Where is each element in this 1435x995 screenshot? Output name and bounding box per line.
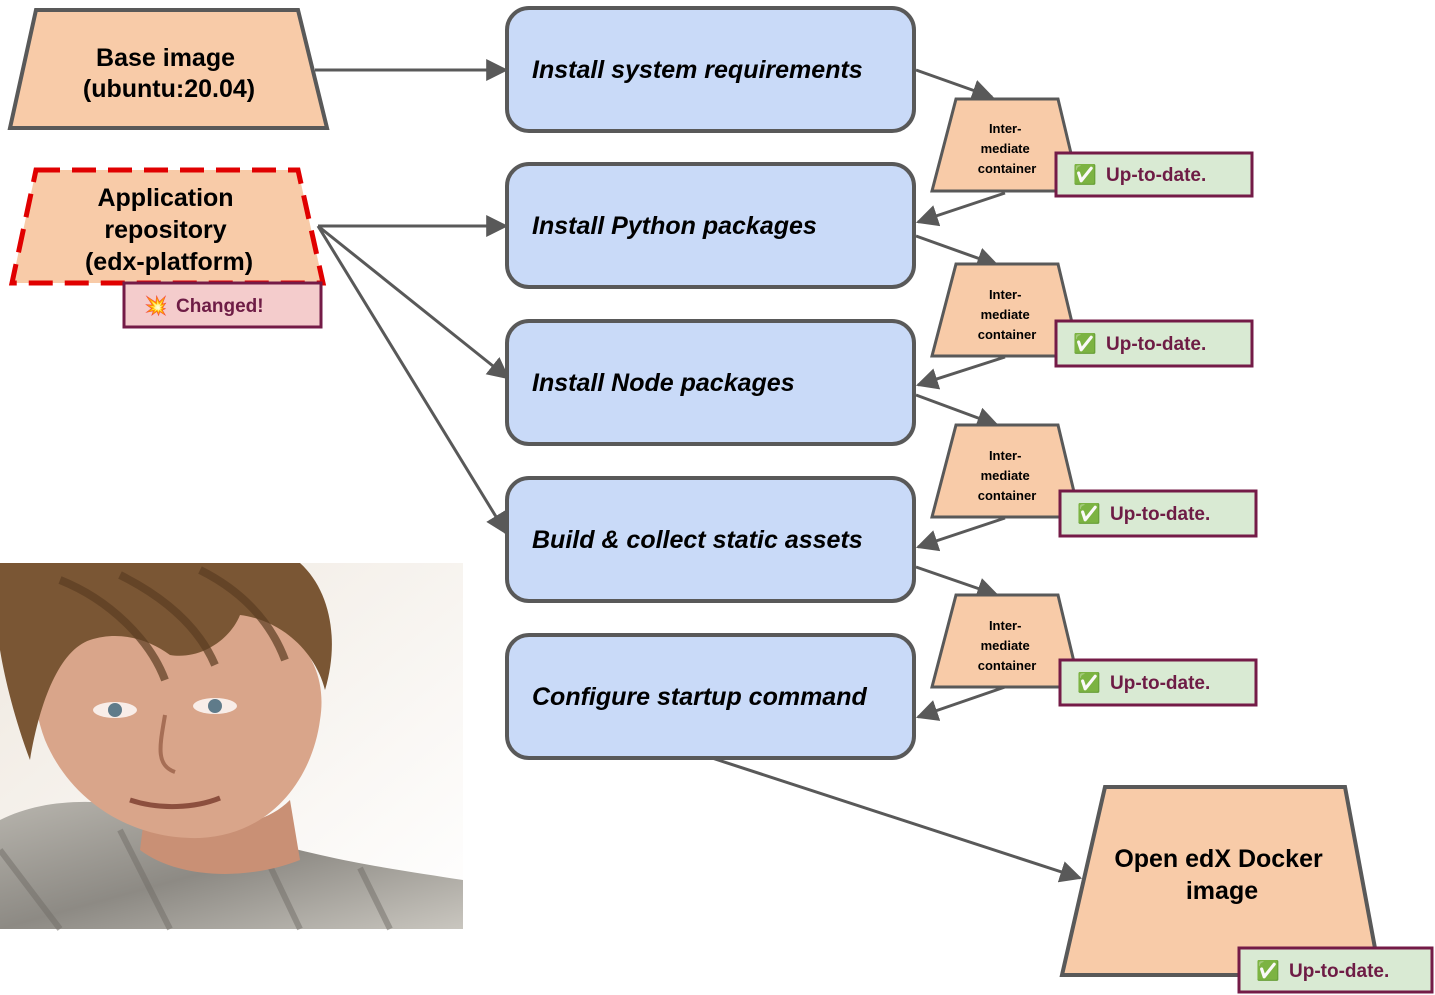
container-3-line-2: mediate — [981, 468, 1030, 483]
container-4-line-2: mediate — [981, 638, 1030, 653]
check-mark-icon: ✅ — [1077, 671, 1101, 694]
container-4-line-3: container — [978, 658, 1037, 673]
base-image-line-1: Base image — [96, 44, 235, 72]
step-configure-startup-command: Configure startup command — [505, 633, 916, 760]
svg-text:Open edX Docker image: Open edX Docker image — [1114, 845, 1329, 905]
final-image-line-1: Open edX Docker — [1114, 845, 1323, 873]
container-1-line-3: container — [978, 161, 1037, 176]
collision-icon: 💥 — [144, 294, 168, 317]
uptodate-badge-3-label: Up-to-date. — [1110, 504, 1210, 525]
container-1-line-1: Inter- — [989, 121, 1022, 136]
step-install-system-requirements: Install system requirements — [505, 6, 916, 133]
uptodate-badge-1: ✅ Up-to-date. — [1054, 151, 1254, 198]
app-repo-line-2: repository — [104, 216, 226, 244]
intermediate-container-1: Inter- mediate container — [930, 97, 1082, 193]
container-3-line-1: Inter- — [989, 448, 1022, 463]
uptodate-badge-final-label: Up-to-date. — [1289, 961, 1389, 982]
step-install-python-packages: Install Python packages — [505, 162, 916, 289]
container-2-line-1: Inter- — [989, 287, 1022, 302]
edge-container1-to-step2 — [915, 191, 1006, 227]
edge-container2-to-step3 — [915, 355, 1006, 390]
step-1-label: Install system requirements — [532, 56, 863, 84]
node-base-image: Base image (ubuntu:20.04) — [7, 8, 330, 130]
final-image-line-2: image — [1186, 877, 1258, 905]
edge-container4-to-step5 — [915, 685, 1006, 721]
uptodate-badge-3: ✅ Up-to-date. — [1058, 489, 1258, 538]
container-3-line-3: container — [978, 488, 1037, 503]
app-repo-line-1: Application — [97, 184, 233, 212]
svg-text:Application repository: Application repository (edx-platform) — [85, 184, 253, 276]
container-2-line-3: container — [978, 327, 1037, 342]
edge-step4-to-container4 — [915, 565, 1000, 599]
container-4-line-1: Inter- — [989, 618, 1022, 633]
edges — [315, 59, 1083, 883]
intermediate-container-3: Inter- mediate container — [930, 423, 1082, 519]
edge-step3-to-container3 — [915, 393, 1000, 429]
step-build-static-assets: Build & collect static assets — [505, 476, 916, 603]
svg-text:Inter- mediate con: Inter- mediate container — [978, 618, 1037, 673]
svg-text:Inter- mediate con: Inter- mediate container — [978, 448, 1037, 503]
edge-step2-to-container2 — [915, 234, 1000, 269]
uptodate-badge-2-label: Up-to-date. — [1106, 334, 1206, 355]
uptodate-badge-4: ✅ Up-to-date. — [1058, 658, 1258, 707]
step-4-label: Build & collect static assets — [532, 526, 863, 554]
base-image-line-2: (ubuntu:20.04) — [83, 75, 255, 103]
edge-step1-to-container1 — [915, 68, 995, 101]
step-2-label: Install Python packages — [532, 212, 817, 240]
check-mark-icon: ✅ — [1077, 502, 1101, 525]
intermediate-container-4: Inter- mediate container — [930, 593, 1082, 689]
edge-container3-to-step4 — [915, 516, 1006, 552]
uptodate-badge-4-label: Up-to-date. — [1110, 673, 1210, 694]
node-app-repo: Application repository (edx-platform) — [8, 167, 327, 286]
container-2-line-2: mediate — [981, 307, 1030, 322]
step-3-label: Install Node packages — [532, 369, 795, 397]
container-1-line-2: mediate — [981, 141, 1030, 156]
svg-text:Inter- mediate con: Inter- mediate container — [978, 121, 1037, 176]
check-mark-icon: ✅ — [1073, 163, 1097, 186]
svg-text:Inter- mediate con: Inter- mediate container — [978, 287, 1037, 342]
edge-repo-to-step4 — [316, 225, 508, 535]
uptodate-badge-1-label: Up-to-date. — [1106, 165, 1206, 186]
check-mark-icon: ✅ — [1073, 332, 1097, 355]
edge-repo-to-step3 — [317, 224, 510, 380]
edge-step5-to-final-image — [711, 756, 1083, 883]
step-5-label: Configure startup command — [532, 683, 867, 711]
step-install-node-packages: Install Node packages — [505, 319, 916, 446]
changed-badge: 💥 Changed! — [122, 281, 323, 329]
check-mark-icon: ✅ — [1256, 959, 1280, 982]
svg-text:Base image (ubuntu:20.04: Base image (ubuntu:20.04) — [83, 44, 255, 103]
uptodate-badge-2: ✅ Up-to-date. — [1054, 319, 1254, 368]
portrait-photo — [0, 563, 463, 931]
uptodate-badge-final: ✅ Up-to-date. — [1237, 946, 1434, 994]
changed-badge-label: Changed! — [176, 296, 264, 317]
app-repo-line-3: (edx-platform) — [85, 248, 253, 276]
